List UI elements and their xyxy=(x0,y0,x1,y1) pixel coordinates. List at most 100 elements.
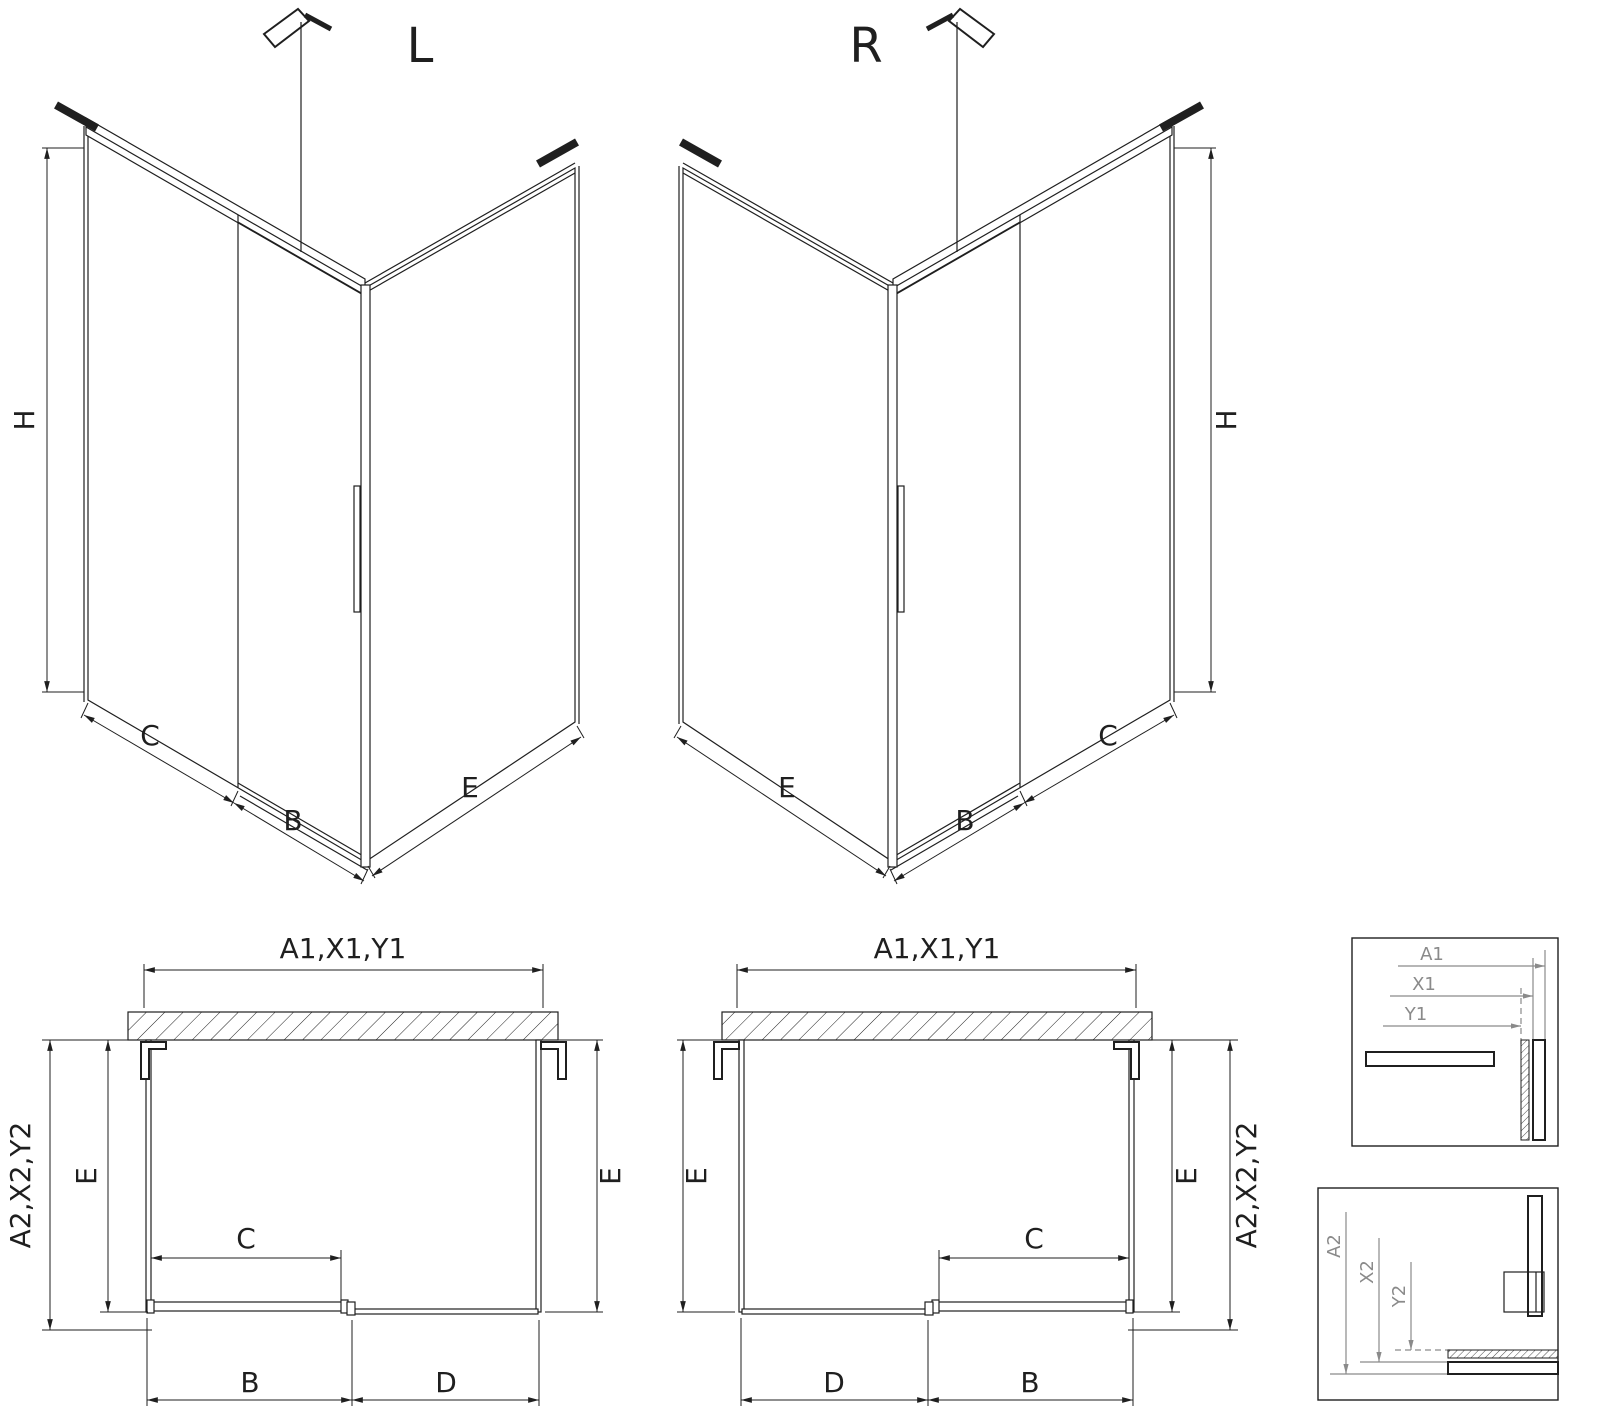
dim-label-c: C xyxy=(236,1222,256,1255)
ceiling-bracket xyxy=(947,7,996,49)
dim-a1-right-plan: A1,X1,Y1 xyxy=(736,932,1137,1008)
dim-e-left-plan-right: E xyxy=(545,1039,627,1313)
corner-post xyxy=(887,284,898,868)
dim-d-right-plan: D xyxy=(740,1318,929,1406)
detail-view-top: A1 X1 Y1 xyxy=(1351,937,1559,1147)
door-handle xyxy=(353,485,361,613)
dim-label-c: C xyxy=(1098,719,1118,752)
glass-section-hatched xyxy=(1520,1039,1530,1141)
plan-view-right: A1,X1,Y1 A2,X2,Y2 E E C D xyxy=(677,932,1263,1406)
dim-c-right-plan: C xyxy=(938,1222,1129,1300)
dim-label-e: E xyxy=(70,1167,103,1185)
dim-b-right: B xyxy=(889,802,1025,885)
wall-profile-bracket xyxy=(1113,1041,1140,1080)
fixed-front-glass xyxy=(351,1308,539,1315)
glass-panel-return-left xyxy=(682,166,894,864)
wall-profile-section xyxy=(1527,1195,1543,1317)
dim-label-b: B xyxy=(283,804,302,837)
ceiling-bracket-arm xyxy=(925,12,955,32)
dim-c-right: C xyxy=(1019,702,1178,807)
detail-top-dims: A1 X1 Y1 xyxy=(1383,944,1546,1048)
wall-bracket xyxy=(1159,101,1204,132)
glass-section-hatched xyxy=(1447,1349,1559,1359)
dim-label-e: E xyxy=(461,771,479,804)
plan-view-left: A1,X1,Y1 A2,X2,Y2 E E C B xyxy=(4,932,627,1406)
top-profile-line xyxy=(682,172,894,294)
enclosure-drawing-right xyxy=(678,7,1204,871)
dim-e-right-plan-right: E xyxy=(1134,1040,1203,1313)
door-end-cap xyxy=(146,1299,155,1314)
side-glass-left xyxy=(145,1039,152,1313)
dim-b-right-plan: B xyxy=(928,1318,1134,1406)
glass-panel-side-left xyxy=(87,126,366,864)
dim-label-a1x1y1: A1,X1,Y1 xyxy=(280,932,407,965)
detail-frame xyxy=(1351,937,1559,1147)
detail-bottom-dims: A2 X2 Y2 xyxy=(1324,1212,1450,1375)
dim-label-d: D xyxy=(823,1366,845,1399)
variant-label-right: R xyxy=(849,18,882,74)
dim-b-left: B xyxy=(233,802,369,885)
wall-profile-section xyxy=(1447,1361,1559,1375)
dim-label-c: C xyxy=(140,719,160,752)
dim-label-c: C xyxy=(1024,1222,1044,1255)
iso-view-right: R H xyxy=(673,7,1243,885)
profile-bracket-section xyxy=(1503,1271,1545,1313)
top-profile-line xyxy=(364,172,576,294)
header-rail-line xyxy=(85,126,366,289)
dim-a2-left-plan: A2,X2,Y2 xyxy=(4,1039,152,1331)
track-connector xyxy=(924,1301,934,1316)
dim-label-a1: A1 xyxy=(1420,944,1444,965)
dim-label-h: H xyxy=(8,409,41,430)
wall-section-hatched xyxy=(721,1011,1153,1041)
dim-label-y1: Y1 xyxy=(1404,1004,1427,1025)
sliding-door-plan xyxy=(148,1301,348,1312)
dim-label-h: H xyxy=(1210,409,1243,430)
detail-view-bottom: A2 X2 Y2 xyxy=(1317,1187,1559,1401)
wall-profile-section xyxy=(1532,1039,1546,1141)
wall-profile-bracket xyxy=(713,1041,740,1080)
dim-label-y2: Y2 xyxy=(1389,1285,1410,1308)
dim-label-d: D xyxy=(435,1366,457,1399)
variant-label-left: L xyxy=(407,18,434,74)
dim-label-a2x2y2: A2,X2,Y2 xyxy=(1230,1122,1263,1249)
dim-b-left-plan: B xyxy=(146,1318,353,1406)
dim-c-left: C xyxy=(80,702,239,807)
dim-c-left-plan: C xyxy=(151,1222,342,1300)
bottom-track-line xyxy=(239,795,368,871)
wall-section-hatched xyxy=(127,1011,559,1041)
iso-view-left: L H xyxy=(8,7,585,885)
header-rail-line xyxy=(892,126,1173,289)
dim-label-b: B xyxy=(240,1366,259,1399)
glass-panel-side-right xyxy=(892,126,1171,864)
detail-frame xyxy=(1317,1187,1559,1401)
ceiling-bracket-arm xyxy=(303,12,333,32)
dim-d-left-plan: D xyxy=(352,1320,540,1406)
fixed-front-glass xyxy=(741,1308,929,1315)
wall-bracket xyxy=(54,101,99,132)
ceiling-bracket xyxy=(262,7,311,49)
dim-label-e: E xyxy=(778,771,796,804)
dim-label-a1x1y1: A1,X1,Y1 xyxy=(874,932,1001,965)
door-handle xyxy=(897,485,905,613)
dim-a1-left-plan: A1,X1,Y1 xyxy=(143,932,544,1008)
dim-label-x2: X2 xyxy=(1357,1260,1378,1284)
dim-label-e: E xyxy=(594,1167,627,1185)
dim-h-left: H xyxy=(8,147,84,693)
dim-label-e: E xyxy=(1170,1167,1203,1185)
detail-bottom-profile xyxy=(1447,1195,1559,1375)
dim-label-b: B xyxy=(1020,1366,1039,1399)
dim-label-x1: X1 xyxy=(1412,974,1436,995)
dim-label-a2x2y2: A2,X2,Y2 xyxy=(4,1122,37,1249)
dim-a2-right-plan: A2,X2,Y2 xyxy=(1128,1039,1263,1331)
wall-profile-bracket xyxy=(140,1041,167,1080)
top-profile-line xyxy=(364,162,576,284)
enclosure-drawing-left xyxy=(54,7,580,871)
header-profile-section xyxy=(1365,1051,1495,1067)
dim-label-a2: A2 xyxy=(1324,1234,1345,1258)
side-glass-right xyxy=(1128,1039,1135,1313)
door-end-cap xyxy=(1125,1299,1134,1314)
dim-e-left-plan-left: E xyxy=(70,1040,148,1313)
corner-post xyxy=(360,284,371,868)
